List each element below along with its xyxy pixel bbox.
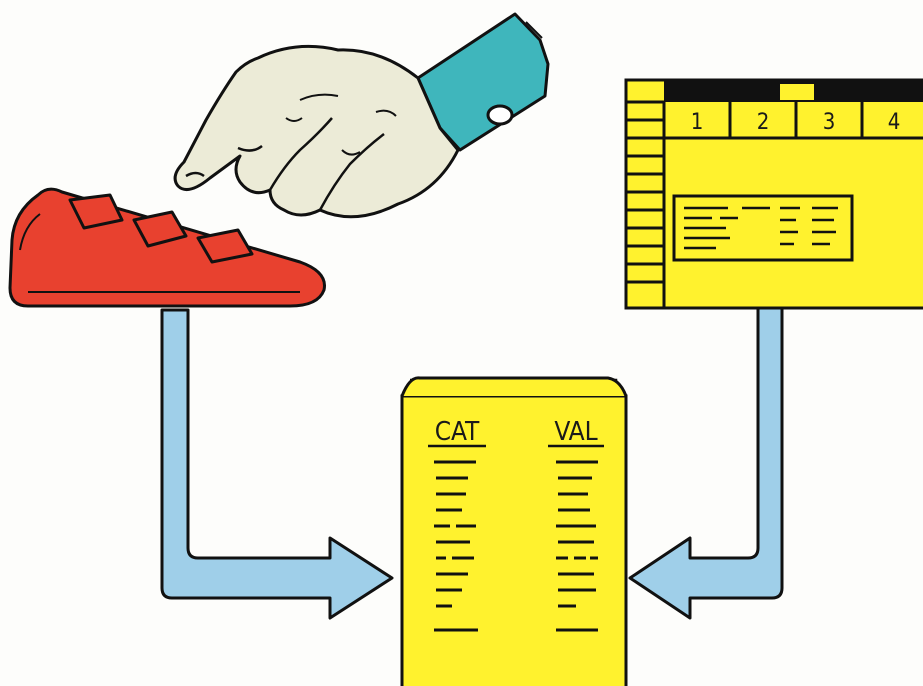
file-document-icon: CAT VAL bbox=[402, 378, 626, 686]
spreadsheet-cell-cursor bbox=[780, 84, 814, 100]
column-header-4: 4 bbox=[888, 110, 901, 135]
arrow-keyboard-to-file bbox=[162, 310, 392, 618]
cufflink bbox=[488, 106, 512, 124]
arrow-spreadsheet-to-file bbox=[630, 308, 782, 618]
column-header-2: 2 bbox=[757, 110, 770, 135]
column-header-3: 3 bbox=[823, 110, 836, 135]
column-label-cat: CAT bbox=[435, 417, 480, 447]
spreadsheet-icon: 1 2 3 4 bbox=[626, 80, 923, 308]
pointing-hand-icon bbox=[175, 14, 548, 217]
column-label-val: VAL bbox=[554, 417, 597, 447]
column-header-1: 1 bbox=[691, 110, 704, 135]
